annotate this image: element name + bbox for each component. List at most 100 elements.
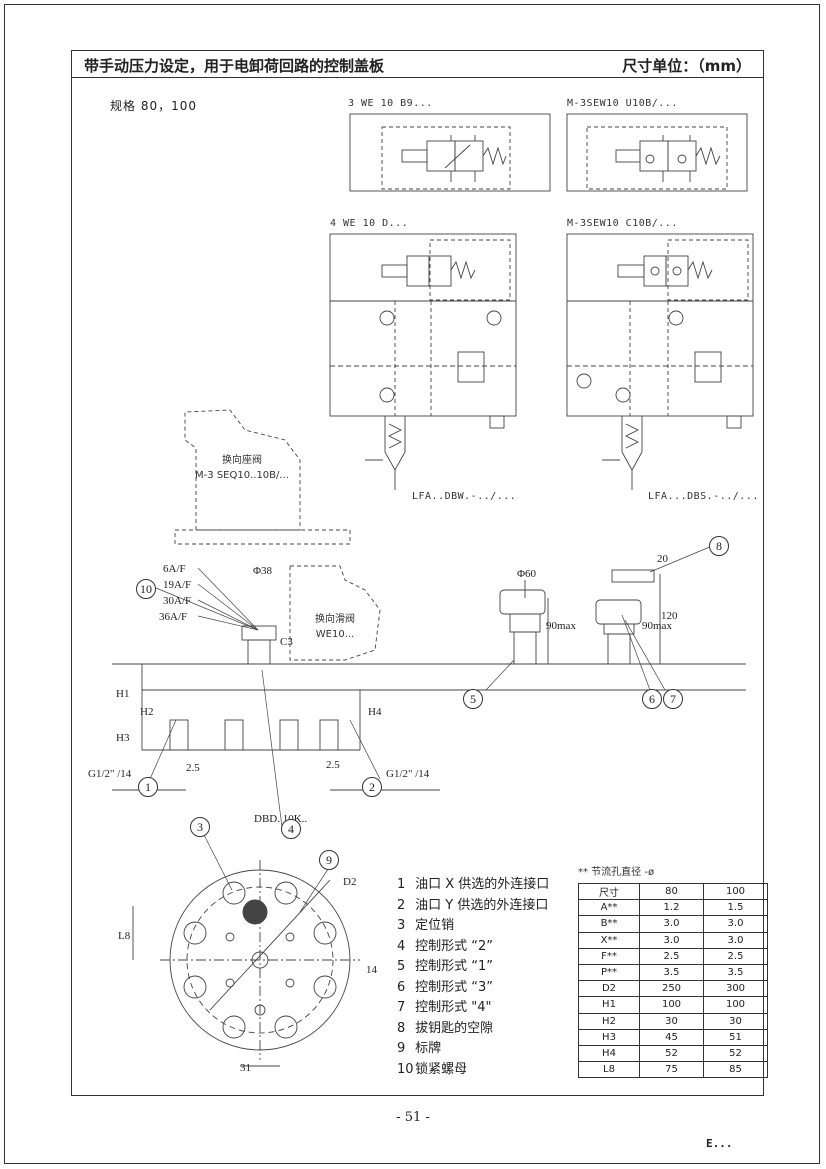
schematic-3sew10c10b: [566, 233, 754, 490]
schematic-label-3we10b9: 3 WE 10 B9...: [348, 98, 433, 109]
legend-text: 标牌: [415, 1041, 442, 1056]
legend-text: 控制形式 “1”: [415, 959, 494, 974]
size-spec: 规格 80，100: [110, 99, 197, 113]
dim-14: 14: [366, 964, 377, 976]
dim-2-5-left: 2.5: [186, 762, 200, 774]
dim-30af: 30A/F: [163, 595, 192, 607]
legend-text: 控制形式 “2”: [415, 938, 494, 954]
publisher-logo: E...: [706, 1137, 733, 1150]
legend-text: 控制形式 "4": [415, 1000, 492, 1015]
legend-item: 8 拔钥匙的空隙: [397, 1019, 549, 1040]
page-frame: [4, 4, 820, 1164]
callout-9: 9: [319, 850, 339, 870]
dim-h2: H2: [140, 706, 154, 718]
dim-g-left: G1/2" /14: [88, 768, 132, 780]
dim-2-5-right: 2.5: [326, 759, 340, 771]
callout-5: 5: [463, 689, 483, 709]
legend-text: 控制形式 “3”: [415, 979, 494, 995]
dim-c3: C3: [280, 636, 293, 648]
page-header: 带手动压力设定，用于电卸荷回路的控制盖板 尺寸单位：（mm）: [71, 50, 764, 78]
leader-lines: [149, 545, 713, 913]
model-code-dbw: LFA..DBW.-../...: [412, 491, 517, 502]
poppet-valve-label: 换向座阀 M-3 SEQ10..10B/...: [180, 453, 304, 483]
legend-number: 6: [397, 979, 406, 995]
legend-item: 5 控制形式 “1”: [397, 957, 549, 978]
table-cell: 52: [639, 1044, 704, 1063]
legend-number: 4: [397, 938, 406, 954]
callout-1: 1: [138, 777, 158, 797]
legend-number: 5: [397, 959, 406, 974]
dim-phi38: Φ38: [253, 565, 273, 577]
dim-h1: H1: [116, 688, 130, 700]
spool-valve-name: 换向滑阀: [315, 614, 355, 625]
model-code-dbs: LFA...DBS.-../...: [648, 491, 759, 502]
table-caption: ** 节流孔直径 -ø: [578, 867, 655, 878]
table-cell: 100: [639, 996, 704, 1014]
dim-20: 20: [657, 553, 668, 565]
legend-item: 3 定位销: [397, 916, 549, 937]
schematic-4we10d: [329, 233, 517, 490]
table-cell: 300: [703, 980, 768, 998]
callout-10: 10: [136, 579, 156, 599]
page-title: 带手动压力设定，用于电卸荷回路的控制盖板: [84, 57, 385, 75]
table-cell: 250: [639, 980, 704, 998]
table-cell: 3.5: [703, 963, 768, 982]
legend-number: 7: [397, 1000, 406, 1015]
legend-item: 1 油口 X 供选的外连接口: [397, 875, 549, 896]
table-header-row: 尺寸 80 100: [578, 882, 768, 901]
table-cell: H3: [578, 1028, 640, 1046]
table-cell: H4: [578, 1044, 640, 1063]
legend-text: 定位销: [415, 918, 455, 933]
table-cell: 2.5: [703, 947, 768, 965]
legend-text: 锁紧螺母: [415, 1061, 468, 1077]
table-cell: X**: [578, 931, 640, 949]
table-cell: B**: [578, 915, 640, 933]
table-cell: 75: [639, 1061, 704, 1079]
legend-text: 拔钥匙的空隙: [415, 1020, 494, 1036]
dim-6af: 6A/F: [163, 563, 186, 575]
valve-outlines: [174, 409, 381, 661]
legend-item: 6 控制形式 “3”: [397, 978, 549, 999]
table-cell: 3.0: [639, 915, 704, 933]
schematic-3sew10u10b: [566, 113, 748, 192]
table-cell: 3.0: [703, 915, 768, 933]
dim-19af: 19A/F: [163, 579, 192, 591]
table-cell: 3.5: [639, 963, 704, 982]
table-cell: P**: [578, 963, 640, 982]
dim-36af: 36A/F: [159, 611, 188, 623]
legend-text: 油口 X 供选的外连接口: [415, 877, 550, 892]
callout-4: 4: [281, 819, 301, 839]
table-cell: 2.5: [639, 947, 704, 965]
table-cell: L8: [578, 1061, 640, 1079]
table-cell: H1: [578, 996, 640, 1014]
unit-label: 尺寸单位：（mm）: [622, 57, 751, 75]
table-cell: 3.0: [703, 931, 768, 949]
table-cell: A**: [578, 899, 640, 917]
callout-3: 3: [190, 817, 210, 837]
callout-2: 2: [362, 777, 382, 797]
dim-90max-a: 90max: [546, 620, 576, 632]
dim-90max-b: 90max: [642, 620, 672, 632]
table-cell: F**: [578, 947, 640, 965]
legend-item: 10 锁紧螺母: [397, 1060, 549, 1081]
legend-item: 9 标牌: [397, 1039, 549, 1060]
legend-number: 10: [397, 1061, 414, 1077]
control-form-1: [499, 580, 549, 665]
poppet-valve-code: M-3 SEQ10..10B/...: [195, 470, 289, 481]
legend-item: 2 油口 Y 供选的外连接口: [397, 896, 549, 917]
table-cell: 100: [703, 996, 768, 1014]
table-cell: 30: [703, 1012, 768, 1030]
cover-plate-top-view: [132, 860, 360, 1067]
dim-120: 120: [661, 610, 678, 622]
table-cell: H2: [578, 1012, 640, 1030]
spool-valve-code: WE10...: [315, 629, 355, 640]
